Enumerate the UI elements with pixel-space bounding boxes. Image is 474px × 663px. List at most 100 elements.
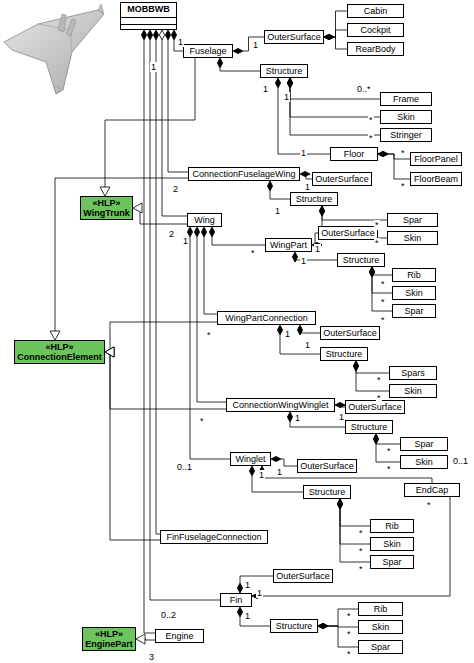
connector-line — [110, 352, 226, 409]
association-connector — [287, 412, 345, 427]
composition-diamond — [271, 456, 281, 461]
class-name: Structure — [276, 621, 313, 631]
composition-diamond — [373, 434, 378, 444]
multiplicity-label: * — [374, 238, 380, 248]
association-connector — [337, 499, 370, 562]
connector-line — [145, 639, 155, 640]
multiplicity-label: 1 — [276, 467, 283, 477]
multiplicity-label: * — [199, 416, 205, 426]
class-name: Frame — [393, 94, 419, 104]
connector-line — [278, 88, 330, 154]
class-name: Spar — [403, 215, 422, 225]
class-name: Cockpit — [360, 25, 390, 35]
multiplicity-label: * — [358, 528, 364, 538]
class-name: Skin — [383, 539, 401, 549]
composition-diamond — [318, 623, 328, 628]
composition-diamond — [237, 583, 242, 593]
multiplicity-label: 0..* — [356, 84, 372, 94]
class-name: Skin — [405, 288, 423, 298]
class-name: OuterSurface — [315, 174, 369, 184]
connector-line — [372, 277, 392, 311]
class-name: Structure — [351, 422, 388, 432]
multiplicity-label: 0..1 — [176, 462, 193, 472]
association-connector — [324, 34, 347, 49]
class-box: Spar — [370, 555, 414, 569]
connector-line — [162, 40, 187, 216]
class-name: «HLP» — [92, 198, 120, 208]
association-connector — [201, 227, 217, 314]
class-box: Floor — [330, 147, 378, 161]
class-name: RearBody — [355, 44, 395, 54]
composition-diamond — [337, 499, 342, 509]
composition-diamond — [378, 151, 388, 156]
composition-diamond — [287, 78, 292, 88]
association-connector — [187, 227, 230, 459]
composition-diamond — [287, 78, 292, 88]
multiplicity-label: * — [400, 148, 406, 158]
composition-diamond — [324, 34, 334, 39]
composition-diamond — [209, 227, 214, 237]
composition-diamond — [287, 78, 292, 88]
multiplicity-label: * — [206, 330, 212, 340]
multiplicity-label: 1 — [314, 244, 321, 254]
class-box: Skin — [392, 286, 436, 300]
class-name: Fuselage — [189, 46, 226, 56]
generalization-head — [100, 187, 110, 196]
generalization-head — [133, 203, 142, 213]
association-connector — [335, 402, 345, 407]
class-name: EnginePart — [85, 639, 133, 649]
class-name: FloorBeam — [414, 174, 458, 184]
association-connector — [287, 78, 380, 99]
connector-line — [290, 88, 380, 135]
class-name: «HLP» — [45, 342, 73, 352]
class-name: Spars — [401, 368, 425, 378]
class-name: Rib — [374, 604, 388, 614]
association-connector — [287, 78, 380, 117]
composition-diamond — [319, 206, 324, 216]
class-compartment — [121, 24, 176, 25]
connector-line — [144, 40, 155, 633]
multiplicity-label: 1 — [284, 329, 291, 339]
class-name: MOBBWB — [127, 4, 170, 14]
connector-line — [156, 40, 160, 534]
association-connector — [275, 78, 330, 154]
class-box: Winglet — [230, 452, 271, 466]
class-name: Rib — [407, 270, 421, 280]
class-box: EndCap — [404, 483, 460, 497]
class-compartment — [121, 17, 176, 18]
composition-diamond — [335, 402, 345, 407]
class-name: ConnectionWingWinglet — [232, 400, 328, 410]
class-box: Cabin — [347, 4, 404, 18]
composition-diamond — [297, 325, 302, 335]
association-connector — [373, 434, 400, 462]
association-connector — [271, 456, 297, 466]
association-connector — [318, 623, 358, 647]
composition-diamond — [324, 34, 334, 39]
multiplicity-label: 1 — [252, 40, 259, 50]
multiplicity-label: * — [376, 375, 382, 385]
class-name: Structure — [326, 349, 363, 359]
association-connector — [319, 206, 387, 220]
class-box: Structure — [320, 347, 368, 361]
connector-line — [334, 37, 347, 49]
class-box: Rib — [358, 602, 403, 616]
class-name: Structure — [296, 194, 333, 204]
class-name: Skin — [404, 386, 422, 396]
class-box: Rib — [370, 519, 414, 533]
connector-line — [334, 30, 347, 37]
association-connector — [50, 178, 188, 340]
connector-line — [140, 208, 187, 224]
class-name: Structure — [309, 487, 346, 497]
composition-diamond — [141, 30, 146, 40]
generalization-head — [50, 331, 60, 340]
class-name: OuterSurface — [321, 228, 375, 238]
multiplicity-label: 1 — [338, 412, 345, 422]
class-name: Skin — [404, 233, 422, 243]
class-box: Spar — [387, 213, 438, 227]
association-connector — [105, 322, 217, 357]
association-connector — [252, 497, 450, 599]
class-name: Skin — [415, 457, 433, 467]
class-name: Skin — [397, 112, 415, 122]
multiplicity-label: 1 — [300, 148, 307, 158]
class-box: Skin — [387, 231, 438, 245]
